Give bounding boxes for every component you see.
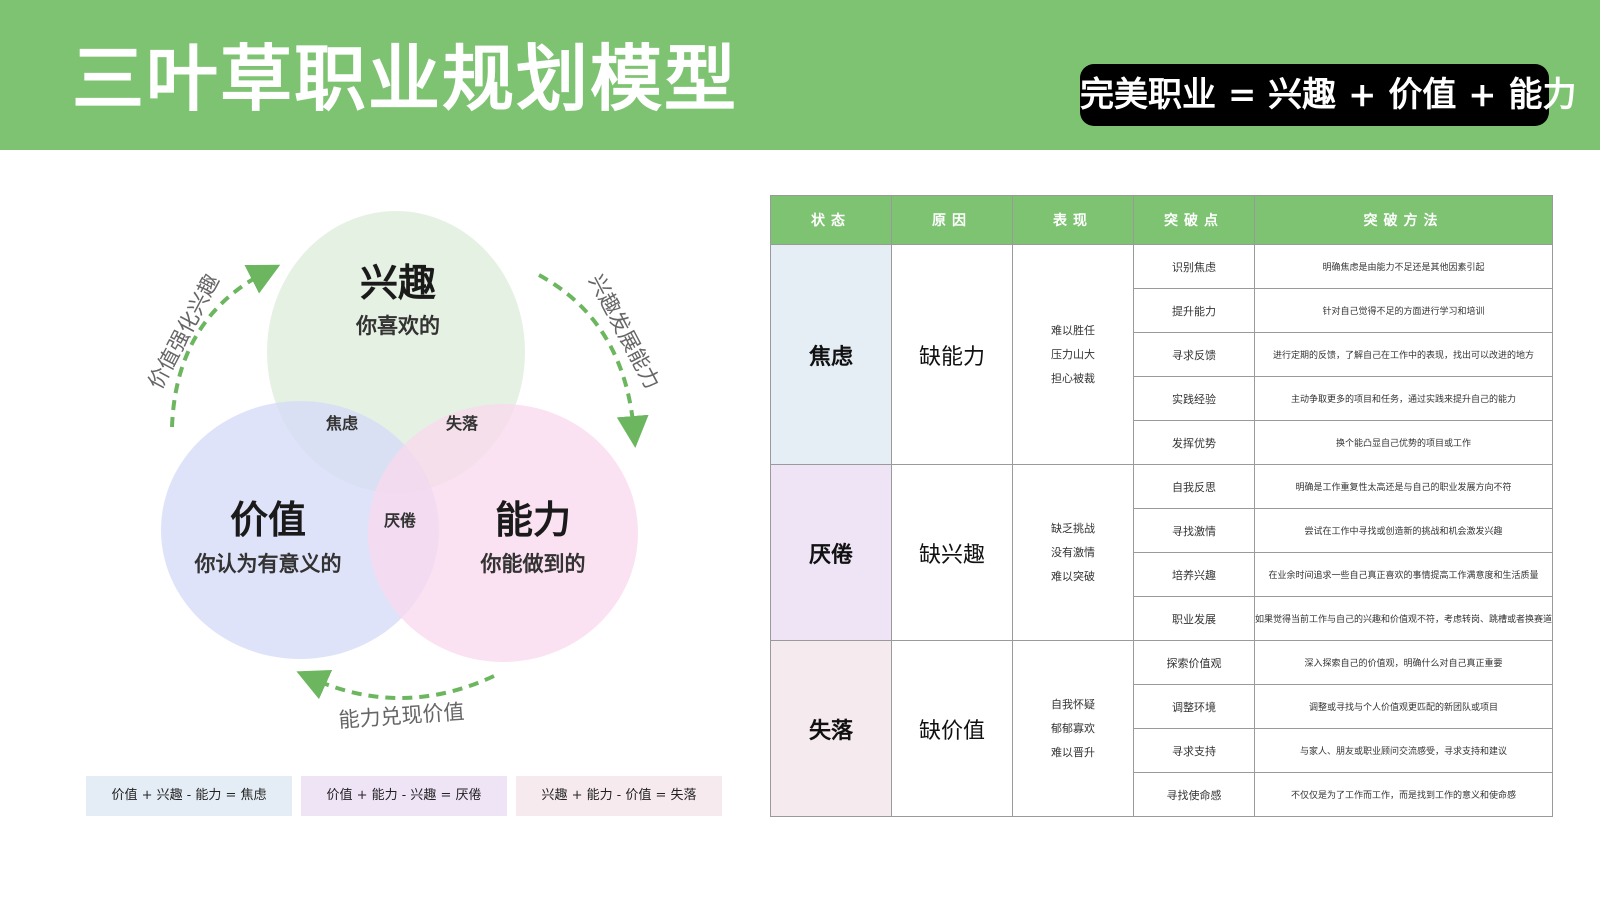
breakthrough-point: 自我反思 [1133, 464, 1255, 509]
formula-badge: 完美职业 = 兴趣 + 价值 + 能力 [1080, 64, 1577, 126]
breakthrough-method: 明确焦虑是由能力不足还是其他因素引起 [1254, 244, 1553, 289]
breakthrough-method: 如果觉得当前工作与自己的兴趣和价值观不符，考虑转岗、跳槽或者换赛道 [1254, 596, 1553, 641]
interest-desc: 你喜欢的 [355, 313, 440, 338]
performance-item: 难以晋升 [1051, 745, 1095, 759]
left-arrow-label: 价值强化兴趣 [144, 270, 224, 393]
table-row: 寻求反馈 进行定期的反馈，了解自己在工作中的表现，找出可以改进的地方 [771, 332, 1553, 377]
bottom-arrow-label: 能力兑现价值 [338, 700, 465, 733]
breakthrough-point: 探索价值观 [1133, 640, 1255, 685]
cause-lack-ability: 缺能力 [891, 244, 1013, 465]
right-arrow-label: 兴趣发展能力 [584, 270, 664, 393]
ability-circle [368, 404, 638, 662]
breakthrough-point: 寻求支持 [1133, 728, 1255, 773]
performance-item: 自我怀疑 [1051, 697, 1095, 711]
breakthrough-point: 寻找激情 [1133, 508, 1255, 553]
breakthrough-method: 与家人、朋友或职业顾问交流感受，寻求支持和建议 [1254, 728, 1553, 773]
ability-title: 能力 [495, 497, 571, 542]
breakthrough-method: 主动争取更多的项目和任务，通过实践来提升自己的能力 [1254, 376, 1553, 421]
value-title: 价值 [230, 497, 306, 542]
interest-title: 兴趣 [360, 260, 436, 305]
performance-item: 压力山大 [1051, 347, 1095, 361]
breakthrough-point: 发挥优势 [1133, 420, 1255, 465]
header-cause: 原因 [891, 195, 1013, 245]
header-state: 状态 [770, 195, 892, 245]
breakthrough-method: 调整或寻找与个人价值观更匹配的新团队或项目 [1254, 684, 1553, 729]
state-boredom: 厌倦 [770, 464, 892, 641]
header-performance: 表现 [1012, 195, 1134, 245]
breakthrough-point: 培养兴趣 [1133, 552, 1255, 597]
breakthrough-method: 明确是工作重复性太高还是与自己的职业发展方向不符 [1254, 464, 1553, 509]
breakthrough-method: 进行定期的反馈，了解自己在工作中的表现，找出可以改进的地方 [1254, 332, 1553, 377]
breakthrough-point: 识别焦虑 [1133, 244, 1255, 289]
table-row: 寻找激情 尝试在工作中寻找或创造新的挑战和机会激发兴趣 [771, 508, 1553, 553]
cause-lack-interest: 缺兴趣 [891, 464, 1013, 641]
breakthrough-method: 深入探索自己的价值观，明确什么对自己真正重要 [1254, 640, 1553, 685]
overlap-boredom: 厌倦 [384, 511, 416, 530]
table-row: 焦虑 缺能力 难以胜任 压力山大 担心被裁 识别焦虑 明确焦虑是由能力不足还是其… [770, 244, 1553, 465]
table-row: 寻找使命感 不仅仅是为了工作而工作，而是找到工作的意义和使命感 [771, 772, 1553, 817]
header-breakthrough: 突破点 [1133, 195, 1255, 245]
performance-boredom: 缺乏挑战 没有激情 难以突破 [1012, 464, 1134, 641]
performance-item: 郁郁寡欢 [1051, 721, 1095, 735]
breakthrough-method: 尝试在工作中寻找或创造新的挑战和机会激发兴趣 [1254, 508, 1553, 553]
breakthrough-point: 职业发展 [1133, 596, 1255, 641]
performance-item: 没有激情 [1051, 545, 1095, 559]
right-arrow [538, 273, 649, 448]
breakthrough-point: 寻找使命感 [1133, 772, 1255, 817]
state-anxiety: 焦虑 [770, 244, 892, 465]
breakthrough-point: 提升能力 [1133, 288, 1255, 333]
table-row: 失落 缺价值 自我怀疑 郁郁寡欢 难以晋升 探索价值观 深入探索自己的价值观，明… [770, 640, 1553, 817]
table-row: 实践经验 主动争取更多的项目和任务，通过实践来提升自己的能力 [771, 376, 1553, 421]
table-row: 厌倦 缺兴趣 缺乏挑战 没有激情 难以突破 自我反思 明确是工作重复性太高还是与… [770, 464, 1553, 641]
legend-loss: 兴趣 + 能力 - 价值 = 失落 [516, 776, 722, 816]
venn-diagram: 兴趣 你喜欢的 价值 你认为有意义的 能力 你能做到的 焦虑 失落 厌倦 价值强… [144, 211, 664, 733]
overlap-anxiety: 焦虑 [325, 414, 358, 433]
performance-loss: 自我怀疑 郁郁寡欢 难以晋升 [1012, 640, 1134, 817]
value-desc: 你认为有意义的 [194, 551, 342, 576]
breakthrough-table: 状态 原因 表现 突破点 突破方法 焦虑 缺能力 难以胜任 压力山大 担心被裁 … [770, 195, 1553, 817]
table-header-row: 状态 原因 表现 突破点 突破方法 [770, 195, 1553, 245]
page-title: 三叶草职业规划模型 [72, 36, 739, 121]
bottom-arrow [296, 669, 495, 700]
breakthrough-method: 在业余时间追求一些自己真正喜欢的事情提高工作满意度和生活质量 [1254, 552, 1553, 597]
performance-item: 缺乏挑战 [1051, 521, 1095, 535]
overlap-loss: 失落 [446, 414, 479, 433]
performance-item: 难以胜任 [1051, 323, 1095, 337]
breakthrough-method: 换个能凸显自己优势的项目或工作 [1254, 420, 1553, 465]
performance-item: 难以突破 [1051, 569, 1095, 583]
header-method: 突破方法 [1254, 195, 1553, 245]
state-loss: 失落 [770, 640, 892, 817]
breakthrough-point: 调整环境 [1133, 684, 1255, 729]
performance-item: 担心被裁 [1051, 371, 1095, 385]
ability-desc: 你能做到的 [480, 551, 586, 576]
breakthrough-method: 针对自己觉得不足的方面进行学习和培训 [1254, 288, 1553, 333]
breakthrough-point: 寻求反馈 [1133, 332, 1255, 377]
left-arrow [170, 264, 281, 428]
legend-boredom: 价值 + 能力 - 兴趣 = 厌倦 [301, 776, 507, 816]
breakthrough-point: 实践经验 [1133, 376, 1255, 421]
legend-anxiety: 价值 + 兴趣 - 能力 = 焦虑 [86, 776, 292, 816]
breakthrough-method: 不仅仅是为了工作而工作，而是找到工作的意义和使命感 [1254, 772, 1553, 817]
cause-lack-value: 缺价值 [891, 640, 1013, 817]
value-circle [161, 401, 439, 659]
header-banner: 三叶草职业规划模型 完美职业 = 兴趣 + 价值 + 能力 [0, 0, 1600, 150]
performance-anxiety: 难以胜任 压力山大 担心被裁 [1012, 244, 1134, 465]
